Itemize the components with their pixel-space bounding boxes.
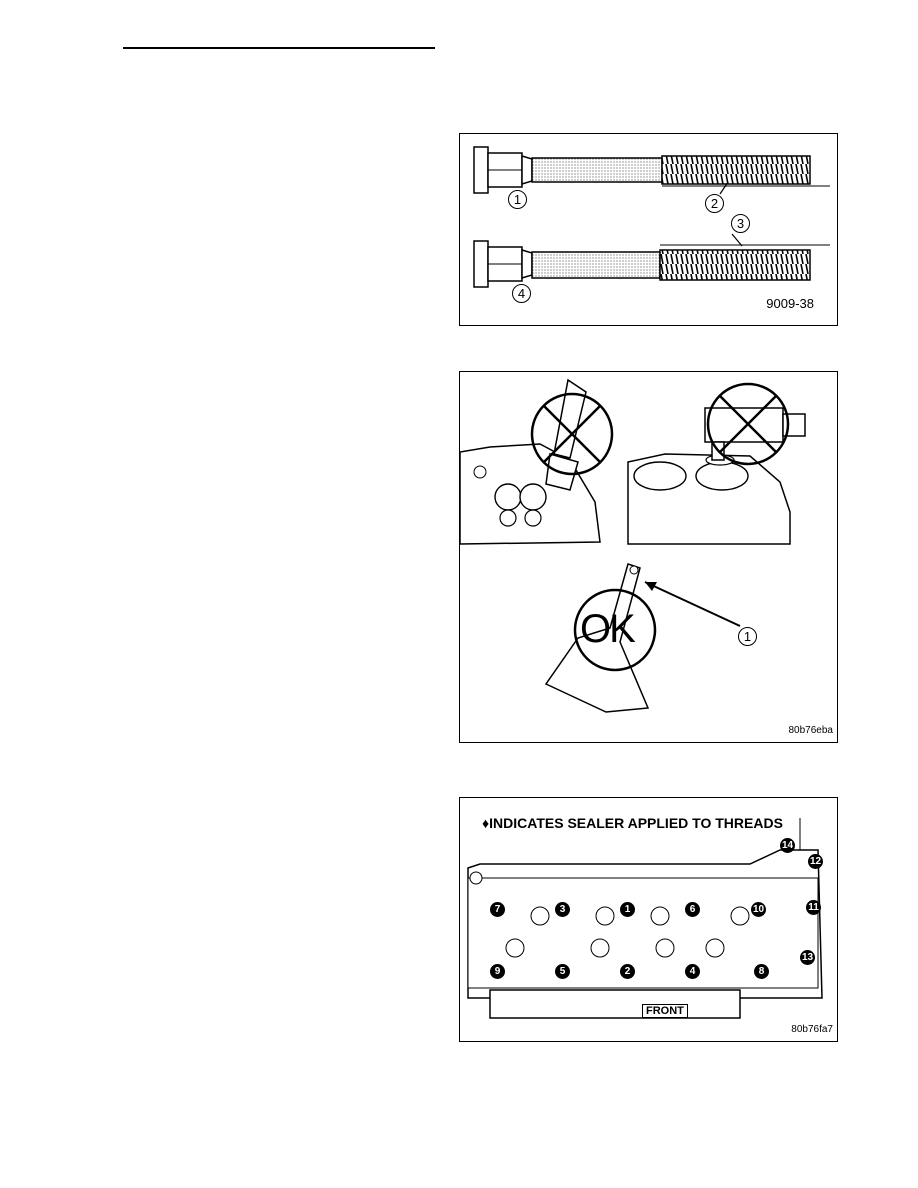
callout-1: 1 <box>738 627 757 646</box>
bolt-14: 14 <box>780 838 795 853</box>
bolt-12: 12 <box>808 854 823 869</box>
bolt-13: 13 <box>800 950 815 965</box>
bolt-11: 11 <box>806 900 821 915</box>
header-rule <box>123 47 435 49</box>
bolt-10: 10 <box>751 902 766 917</box>
bolt-1: 1 <box>620 902 635 917</box>
bolt-2: 2 <box>620 964 635 979</box>
callout-3: 3 <box>731 214 750 233</box>
bolt-8: 8 <box>754 964 769 979</box>
head-bolts-figure: 1 2 3 4 9009-38 <box>459 133 838 326</box>
bolt-3: 3 <box>555 902 570 917</box>
scraper-illustration <box>460 378 806 713</box>
gasket-scraper-figure: OK 1 80b76eba <box>459 371 838 743</box>
bolt-6: 6 <box>685 902 700 917</box>
ok-label: OK <box>580 607 636 651</box>
callout-1: 1 <box>508 190 527 209</box>
figure-id: 9009-38 <box>766 296 814 311</box>
cylinder-head-illustration <box>467 818 823 1019</box>
bolt-4: 4 <box>685 964 700 979</box>
callout-4: 4 <box>512 284 531 303</box>
front-label: FRONT <box>642 1004 688 1018</box>
sealer-note: ♦INDICATES SEALER APPLIED TO THREADS <box>482 815 783 831</box>
bolt-5: 5 <box>555 964 570 979</box>
bolt-9: 9 <box>490 964 505 979</box>
tightening-sequence-figure: ♦INDICATES SEALER APPLIED TO THREADS 7 3… <box>459 797 838 1042</box>
figure-id: 80b76fa7 <box>791 1024 833 1035</box>
head-bolts-illustration <box>473 146 830 288</box>
figure-id: 80b76eba <box>788 725 834 736</box>
bolt-7: 7 <box>490 902 505 917</box>
callout-2: 2 <box>705 194 724 213</box>
